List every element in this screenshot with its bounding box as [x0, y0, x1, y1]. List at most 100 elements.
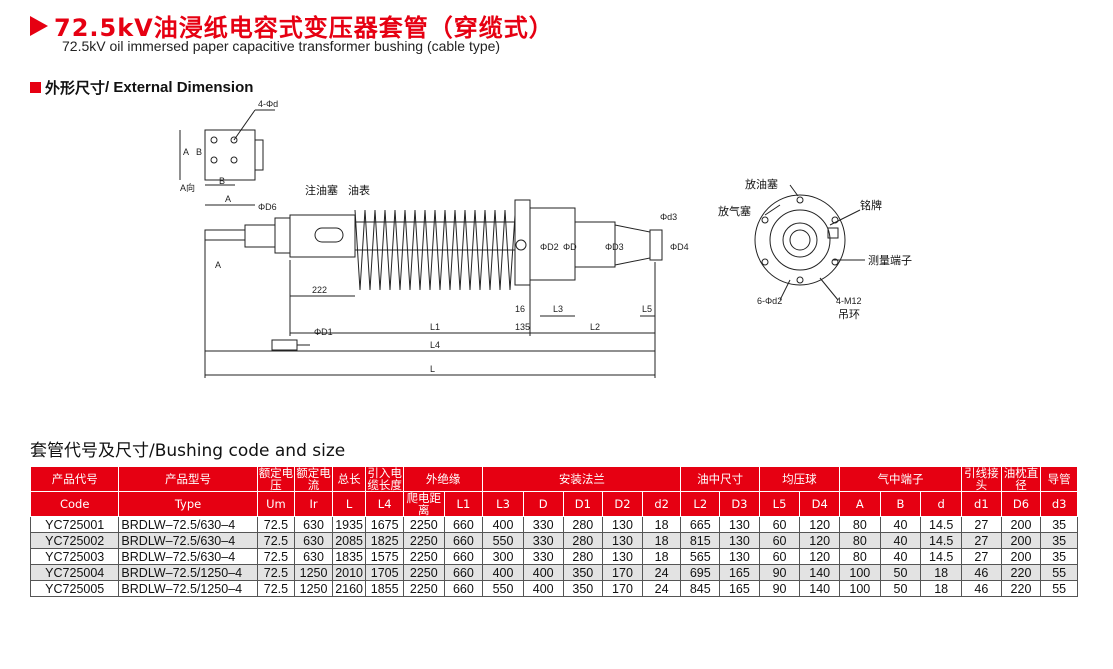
- section-external-dimension: 外形尺寸 / External Dimension: [30, 77, 253, 98]
- table-cell: 1855: [365, 580, 404, 597]
- th-en-14: D3: [719, 491, 760, 517]
- table-cell: 27: [961, 532, 1002, 549]
- table-cell: 660: [443, 564, 484, 581]
- th-d6-cn: 油枕直径: [1000, 466, 1042, 492]
- arrow-a-label: A: [215, 260, 221, 270]
- table-cell: 660: [443, 532, 484, 549]
- table-cell: 35: [1040, 516, 1078, 533]
- table-cell: 695: [680, 564, 721, 581]
- dim-l2-label: L2: [590, 322, 600, 332]
- table-cell: 280: [562, 532, 604, 549]
- table-cell: 80: [839, 516, 881, 533]
- table-cell: 100: [839, 564, 881, 581]
- table-cell: 1825: [365, 532, 404, 549]
- dim-l4-label: L4: [430, 340, 440, 350]
- header-row-cn: 产品代号 产品型号 额定电压 额定电流 总长 引入电缆长度 外绝缘 安装法兰 油…: [29, 466, 1078, 492]
- section1-en: / External Dimension: [105, 79, 254, 96]
- table-cell: 200: [1000, 516, 1042, 533]
- table-cell: 50: [879, 580, 922, 597]
- table-cell: 400: [522, 564, 564, 581]
- table-cell: 55: [1040, 564, 1078, 581]
- table-cell: 2250: [402, 564, 445, 581]
- table-cell: 130: [719, 548, 760, 565]
- table-cell: 2010: [331, 564, 367, 581]
- page-title: 72.5kV油浸纸电容式变压器套管（穿缆式）: [30, 8, 554, 43]
- drain-plug-label: 放油塞: [745, 177, 778, 191]
- table-cell: 170: [602, 564, 643, 581]
- table-cell: 1835: [331, 548, 367, 565]
- table-cell: 46: [961, 564, 1002, 581]
- table-cell: 72.5: [256, 580, 296, 597]
- th-en-15: L5: [758, 491, 801, 517]
- th-en-10: D1: [562, 491, 604, 517]
- th-en-4: L: [331, 491, 367, 517]
- table-cell: 24: [641, 580, 682, 597]
- table-cell: 845: [680, 580, 721, 597]
- test-tap-label: 测量端子: [868, 254, 912, 267]
- table-cell: 72.5: [256, 532, 296, 549]
- th-d1-cn: 引线接头: [961, 466, 1002, 492]
- table-cell: 14.5: [920, 532, 963, 549]
- table-cell: 550: [482, 580, 524, 597]
- table-cell: 400: [522, 580, 564, 597]
- table-cell: 55: [1040, 580, 1078, 597]
- th-en-16: D4: [799, 491, 841, 517]
- dim-dd3-label: Φd3: [660, 212, 677, 222]
- th-en-20: d1: [961, 491, 1002, 517]
- table-cell: BRDLW–72.5/1250–4: [118, 580, 258, 597]
- table-cell: 18: [920, 580, 963, 597]
- title-en: 72.5kV oil immersed paper capacitive tra…: [62, 38, 501, 54]
- table-cell: 1250: [294, 564, 333, 581]
- title-cn: 72.5kV油浸纸电容式变压器套管（穿缆式）: [54, 14, 554, 42]
- table-cell: 165: [719, 580, 760, 597]
- table-cell: 330: [522, 516, 564, 533]
- table-cell: BRDLW–72.5/630–4: [118, 516, 258, 533]
- table-cell: 60: [758, 516, 801, 533]
- dim-b-label: B: [219, 176, 225, 186]
- table-cell: 40: [879, 548, 922, 565]
- table-cell: 100: [839, 580, 881, 597]
- th-en-9: D: [522, 491, 564, 517]
- table-cell: 140: [799, 564, 841, 581]
- table-cell: 50: [879, 564, 922, 581]
- th-en-2: Um: [256, 491, 296, 517]
- table-cell: 40: [879, 532, 922, 549]
- th-l4-cn: 引入电缆长度: [365, 466, 404, 492]
- table-cell: 120: [799, 548, 841, 565]
- table-cell: BRDLW–72.5/630–4: [118, 532, 258, 549]
- table-cell: 90: [758, 564, 801, 581]
- th-oil-cn: 油中尺寸: [680, 466, 760, 492]
- table-cell: 400: [482, 516, 524, 533]
- bushing-drawing: A B B A 4-Φd A向 A ΦD6 222 L1 16 135 L3 L…: [179, 99, 912, 378]
- table-cell: 660: [443, 548, 484, 565]
- th-en-5: L4: [365, 491, 404, 517]
- dim-d2-label: ΦD2: [540, 242, 559, 252]
- table-cell: 300: [482, 548, 524, 565]
- th-ir-cn: 额定电流: [294, 466, 333, 492]
- table-cell: 220: [1000, 564, 1042, 581]
- table-cell: 220: [1000, 580, 1042, 597]
- table-cell: 18: [641, 516, 682, 533]
- dim-a-label: A: [183, 147, 189, 157]
- table-cell: 280: [562, 548, 604, 565]
- th-code-cn: 产品代号: [29, 466, 120, 492]
- th-ext-cn: 外绝缘: [402, 466, 484, 492]
- table-cell: YC725003: [29, 548, 120, 565]
- th-en-18: B: [879, 491, 922, 517]
- table-cell: 2250: [402, 516, 445, 533]
- table-cell: 27: [961, 516, 1002, 533]
- table-cell: 130: [602, 548, 643, 565]
- table-cell: 550: [482, 532, 524, 549]
- th-en-11: D2: [602, 491, 643, 517]
- table-cell: 130: [719, 532, 760, 549]
- nameplate-label: 铭牌: [860, 198, 882, 212]
- table-cell: 14.5: [920, 548, 963, 565]
- table-cell: 200: [1000, 548, 1042, 565]
- th-ball-cn: 均压球: [758, 466, 841, 492]
- th-en-21: D6: [1000, 491, 1042, 517]
- th-en-17: A: [839, 491, 881, 517]
- table-cell: 630: [294, 532, 333, 549]
- table-cell: 2250: [402, 580, 445, 597]
